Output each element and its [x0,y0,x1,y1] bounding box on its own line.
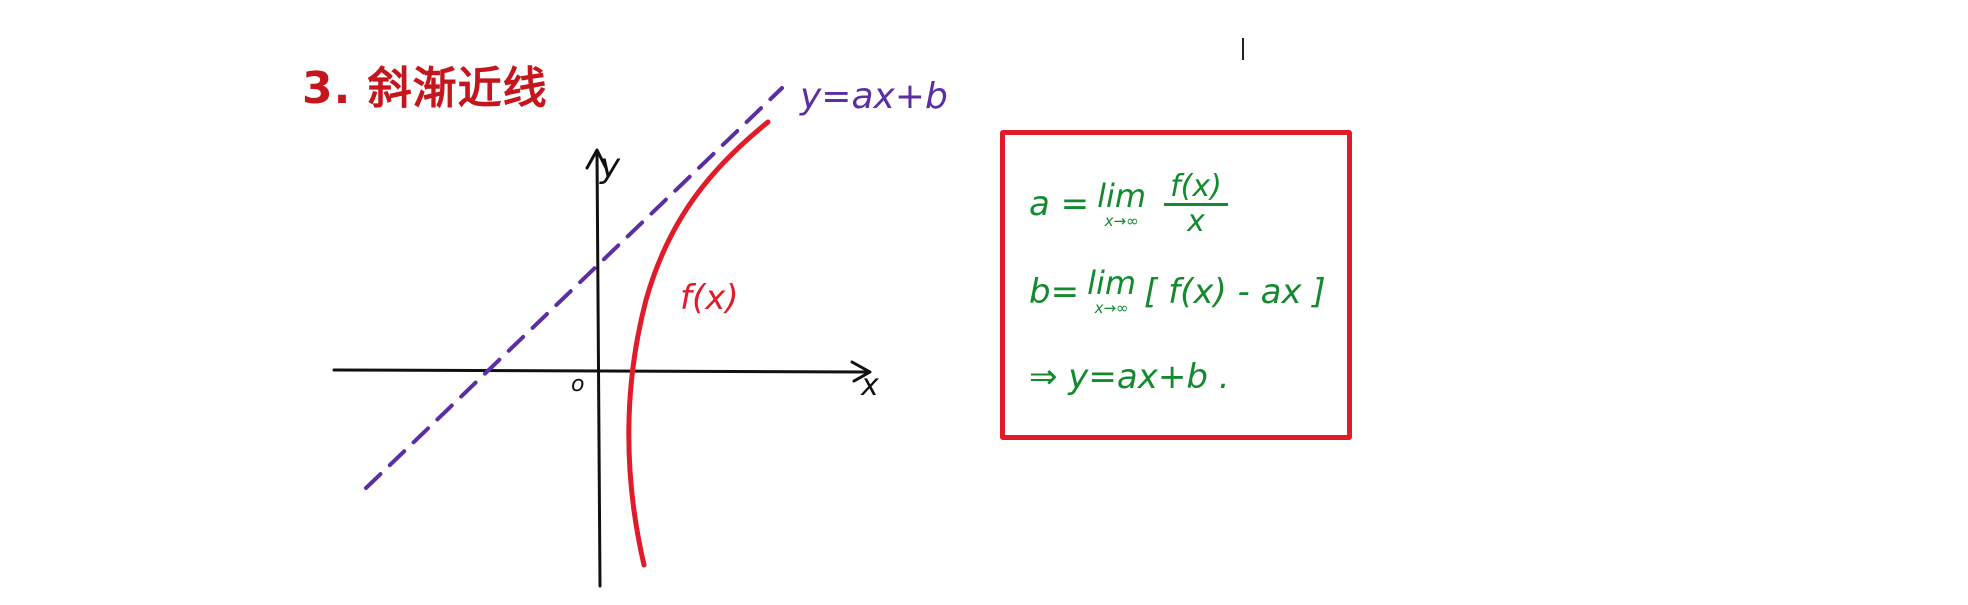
formula-a-numerator: f(x) [1164,171,1228,206]
formula-conclusion: ⇒ y=ax+b . [1029,357,1230,397]
y-axis-label: y [600,146,621,186]
formula-a-lhs: a = [1029,184,1090,224]
section-title: 3. 斜渐近线 [302,63,548,114]
asymptote-line [364,86,784,490]
formula-b-limit: lim x→∞ [1087,267,1136,316]
text-cursor [1242,38,1244,60]
x-axis-arrowhead [850,360,872,383]
curve-label: f(x) [680,278,739,318]
formula-b-lim-word: lim [1087,264,1137,302]
formula-a: a = lim x→∞ f(x) x [1029,171,1228,237]
formula-a-lim-word: lim [1097,176,1147,215]
formula-b-lhs: b= [1029,271,1080,312]
formula-a-limit: lim x→∞ [1097,180,1146,229]
formula-b-lim-sub: x→∞ [1094,299,1129,317]
formula-box: a = lim x→∞ f(x) x b= lim x→∞ [ f(x) - a… [1000,130,1352,440]
formula-a-lim-sub: x→∞ [1104,211,1139,230]
function-curve [626,119,771,568]
formula-a-fraction: f(x) x [1164,171,1228,237]
formula-b: b= lim x→∞ [ f(x) - ax ] [1029,267,1326,316]
x-axis [332,368,870,374]
origin-label: o [571,372,585,397]
asymptote-label: y=ax+b [800,76,948,117]
formula-b-body: [ f(x) - ax ] [1144,271,1326,312]
formula-a-denominator: x [1187,203,1205,239]
y-axis-arrowhead [585,148,608,170]
x-axis-label: x [861,368,879,403]
y-axis [595,150,602,588]
